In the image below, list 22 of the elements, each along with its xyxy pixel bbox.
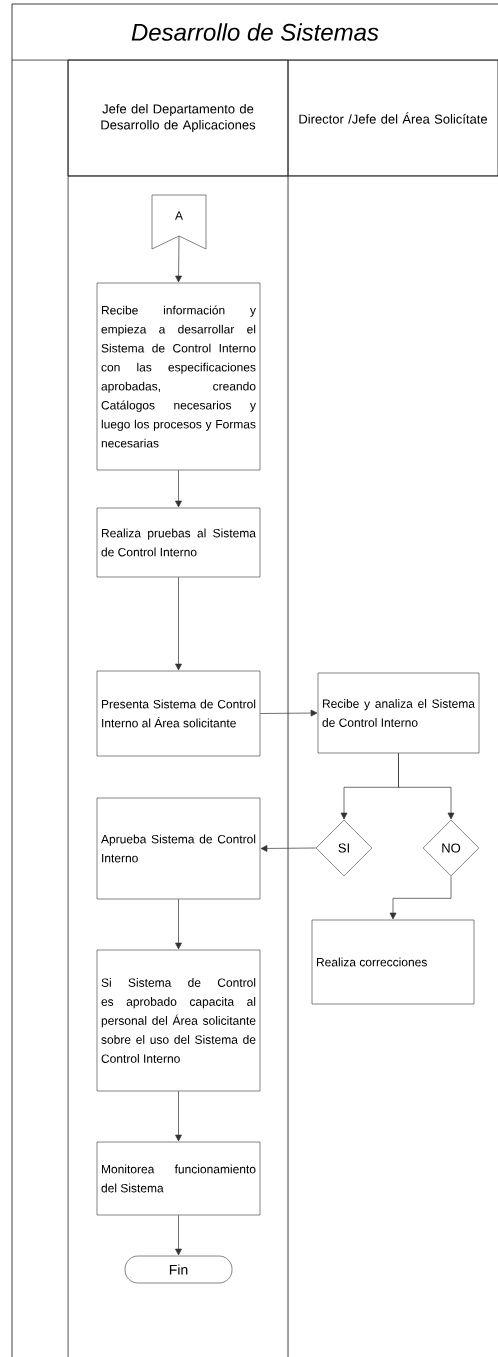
process-box: Presenta Sistema de Control Interno al Área solicitante: [96, 670, 261, 757]
lane-header: Director /Jefe del Área Solicítate: [287, 59, 498, 177]
process-box: Recibe y analiza el Sistema de Control Interno: [317, 672, 480, 754]
process-box: Aprueba Sistema de Control Interno: [96, 797, 261, 900]
process-box: Realiza pruebas al Sistema de Control Interno: [96, 507, 261, 578]
arrow: [175, 1090, 182, 1142]
terminator: Fin: [124, 1255, 233, 1284]
arrow: [175, 576, 182, 671]
process-box: Monitorea funcionamiento del Sistema: [96, 1141, 261, 1216]
title: Desarrollo de Sistemas: [131, 23, 379, 41]
off-page-connector: A: [151, 194, 207, 250]
arrow: [175, 898, 182, 950]
process-box: Si Sistema de Control es aprobado capacita al personal del Área solicitante sobre el uso del Sistema de Control Interno: [96, 949, 261, 1092]
arrow: [259, 709, 318, 717]
arrow: [389, 875, 452, 920]
process-box: Realiza correcciones: [311, 919, 475, 1005]
process-box: Recibe información y empieza a desarrollar el Sistema de Control Interno con las especificaciones aprobadas, creando Catálogos necesarios y luego los procesos y Formas necesarias: [96, 282, 261, 471]
arrow: [260, 845, 317, 852]
lane-header: Jefe del Departamento de Desarrollo de Aplicaciones: [67, 59, 289, 177]
arrow: [175, 1214, 182, 1256]
arrow: [398, 752, 455, 820]
arrow: [175, 469, 182, 508]
